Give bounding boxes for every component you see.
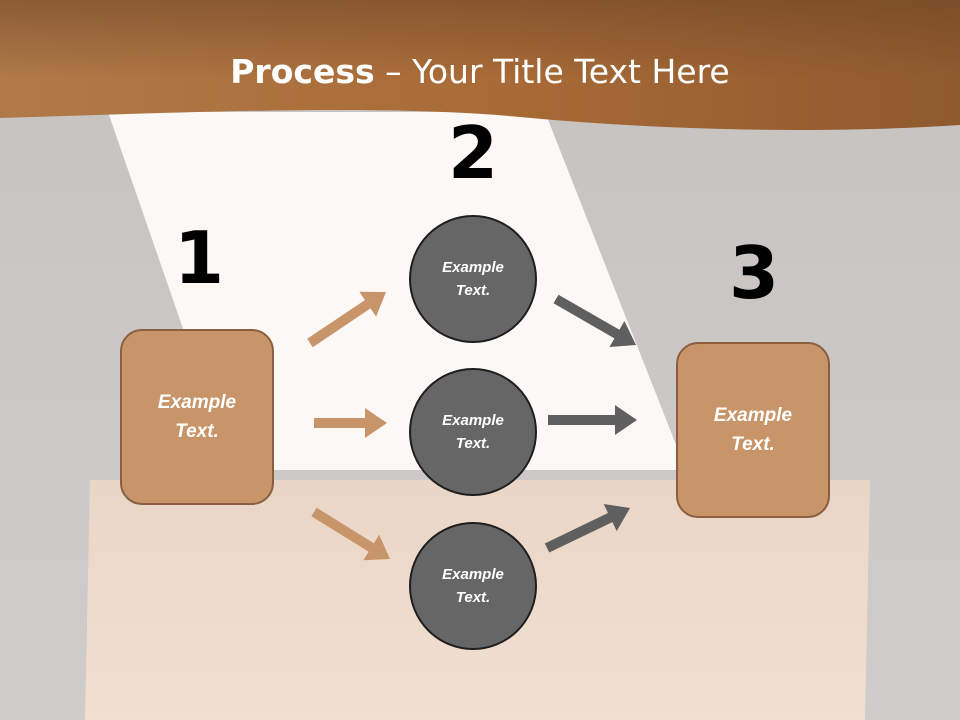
step-number-1: 1 xyxy=(173,216,225,300)
slide-title: Process – Your Title Text Here xyxy=(0,52,960,91)
circle-bottom-text: Example Text. xyxy=(442,566,504,606)
step-1-box: Example Text. xyxy=(120,329,274,505)
arrow-from-circle-bottom xyxy=(544,504,630,553)
arrow-to-circle-top xyxy=(307,291,386,348)
circle-top: Example Text. xyxy=(409,215,537,343)
step-3-text: Example Text. xyxy=(713,405,793,455)
circle-middle: Example Text. xyxy=(409,368,537,496)
step-3-box: Example Text. xyxy=(676,342,830,518)
step-1-text: Example Text. xyxy=(157,392,237,442)
header-banner-shade xyxy=(0,0,960,130)
arrow-to-circle-middle xyxy=(314,408,387,438)
title-rest: – Your Title Text Here xyxy=(374,52,730,91)
arrow-from-circle-top xyxy=(553,294,636,347)
title-bold: Process xyxy=(230,52,375,91)
arrow-from-circle-middle xyxy=(548,405,637,435)
step-number-3: 3 xyxy=(728,231,780,315)
circle-bottom: Example Text. xyxy=(409,522,537,650)
circle-middle-text: Example Text. xyxy=(442,412,504,452)
arrow-to-circle-bottom xyxy=(311,507,390,561)
step-number-2: 2 xyxy=(447,111,499,195)
circle-top-text: Example Text. xyxy=(442,259,504,299)
